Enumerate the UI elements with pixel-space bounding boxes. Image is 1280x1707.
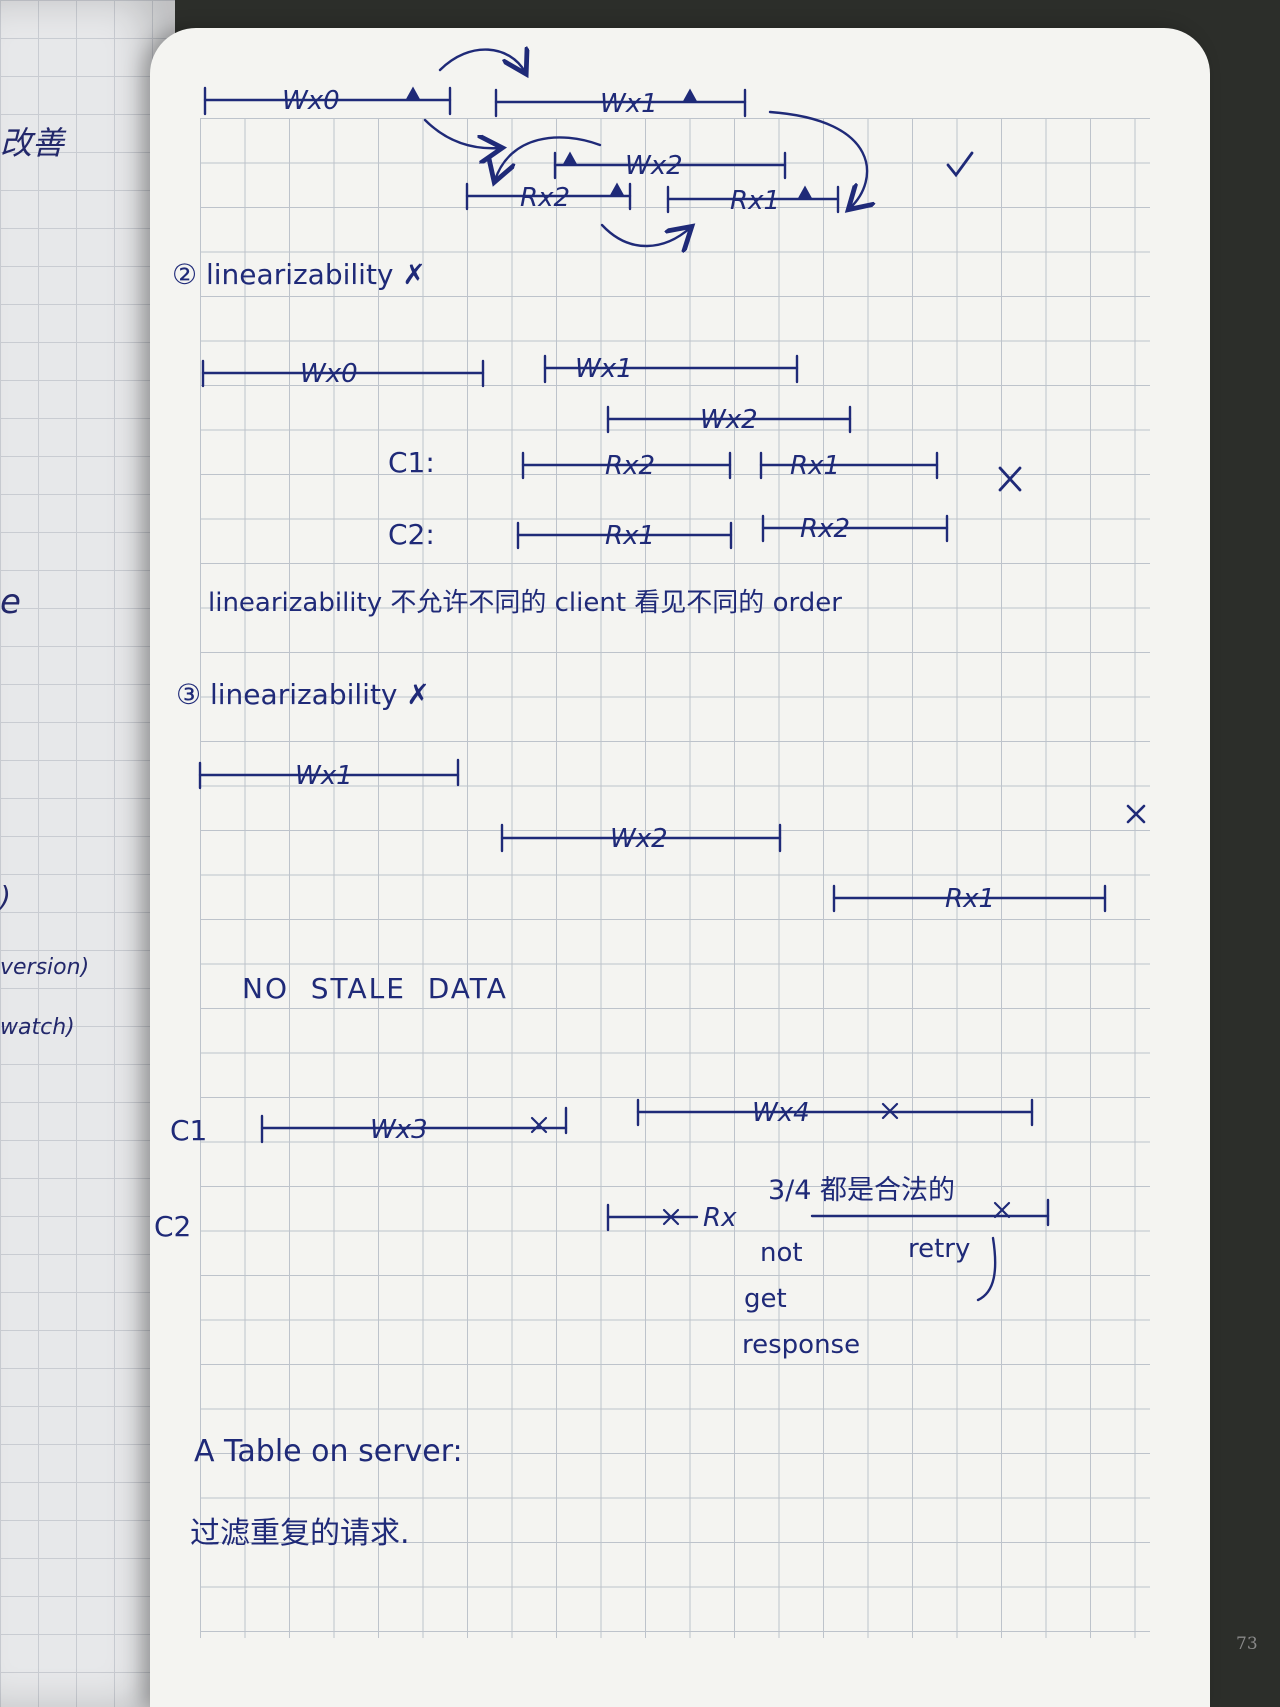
op-label: Wx2 xyxy=(700,405,758,435)
op-label: Rx2 xyxy=(605,451,655,481)
linearization-point-mark xyxy=(405,86,421,100)
op-label: Wx2 xyxy=(625,151,683,181)
op-label: Rx1 xyxy=(605,521,655,551)
diagram-3 xyxy=(198,758,1146,913)
op-label: Wx0 xyxy=(300,359,358,389)
op-label: Rx2 xyxy=(520,183,570,213)
not-get-response-line: get xyxy=(744,1284,787,1314)
left-page-fragment: 改善 xyxy=(0,124,65,162)
not-get-response-line: response xyxy=(742,1330,861,1360)
client-label: C1: xyxy=(388,446,435,479)
verdict-cross: ✕ xyxy=(1126,798,1149,831)
retry-hook xyxy=(976,1236,997,1302)
op-label: Rx xyxy=(703,1203,737,1233)
cross-mark-icon xyxy=(1126,804,1146,824)
op-label: Wx4 xyxy=(752,1098,810,1128)
diagram-1 xyxy=(203,50,974,246)
verdict-cross: ✕ xyxy=(998,460,1021,493)
left-page-fragment: ) xyxy=(0,880,11,913)
order-arrow xyxy=(495,136,602,180)
check-mark-icon xyxy=(946,151,974,178)
section-heading: ② linearizability ✗ xyxy=(172,258,426,291)
page-number: 73 xyxy=(1236,1634,1258,1654)
section-note: NO STALE DATA xyxy=(242,972,508,1005)
op-label: Wx1 xyxy=(600,89,658,119)
op-labels: Wx0 Wx1 Wx2 Rx2 Rx1 Wx0 Wx1 Wx2 Rx2 Rx1 … xyxy=(282,86,995,1233)
section-heading: ③ linearizability ✗ xyxy=(176,678,430,711)
not-get-response-line: not xyxy=(760,1238,803,1268)
left-page-fragment: e xyxy=(0,582,21,622)
order-arrow xyxy=(438,50,525,72)
client-label: C2: xyxy=(388,518,435,551)
order-arrow xyxy=(600,225,690,246)
cross-mark-icon xyxy=(998,466,1022,492)
op-label: Rx1 xyxy=(945,884,995,914)
order-arrow xyxy=(768,110,867,208)
op-label: Wx2 xyxy=(610,824,668,854)
diagram-4 xyxy=(260,1098,1050,1302)
footer-line: A Table on server: xyxy=(194,1434,463,1469)
verdict-check: ✓ xyxy=(950,146,973,179)
client-label: C2 xyxy=(154,1210,192,1243)
legality-annotation: 3/4 都是合法的 xyxy=(768,1175,956,1206)
diagram-2 xyxy=(201,354,1022,550)
op-label: Rx1 xyxy=(790,451,840,481)
op-label: Wx1 xyxy=(575,354,633,384)
op-label: Wx0 xyxy=(282,86,340,116)
client-label: C1 xyxy=(170,1114,208,1147)
notebook-page xyxy=(150,28,1210,1707)
left-page-fragment: watch) xyxy=(0,1015,75,1040)
footer-line: 过滤重复的请求. xyxy=(190,1516,410,1551)
op-label: Wx1 xyxy=(295,761,353,791)
left-page-fragment: version) xyxy=(0,955,90,980)
section-note: linearizability 不允许不同的 client 看见不同的 orde… xyxy=(208,588,842,618)
op-label: Wx3 xyxy=(370,1115,428,1145)
left-facing-page: 改善 e ) version) watch) xyxy=(0,0,175,1707)
grid-paper xyxy=(200,118,1150,1638)
order-arrow xyxy=(423,118,500,148)
retry-label: retry xyxy=(908,1234,971,1264)
op-label: Rx1 xyxy=(730,186,780,216)
op-label: Rx2 xyxy=(800,514,850,544)
